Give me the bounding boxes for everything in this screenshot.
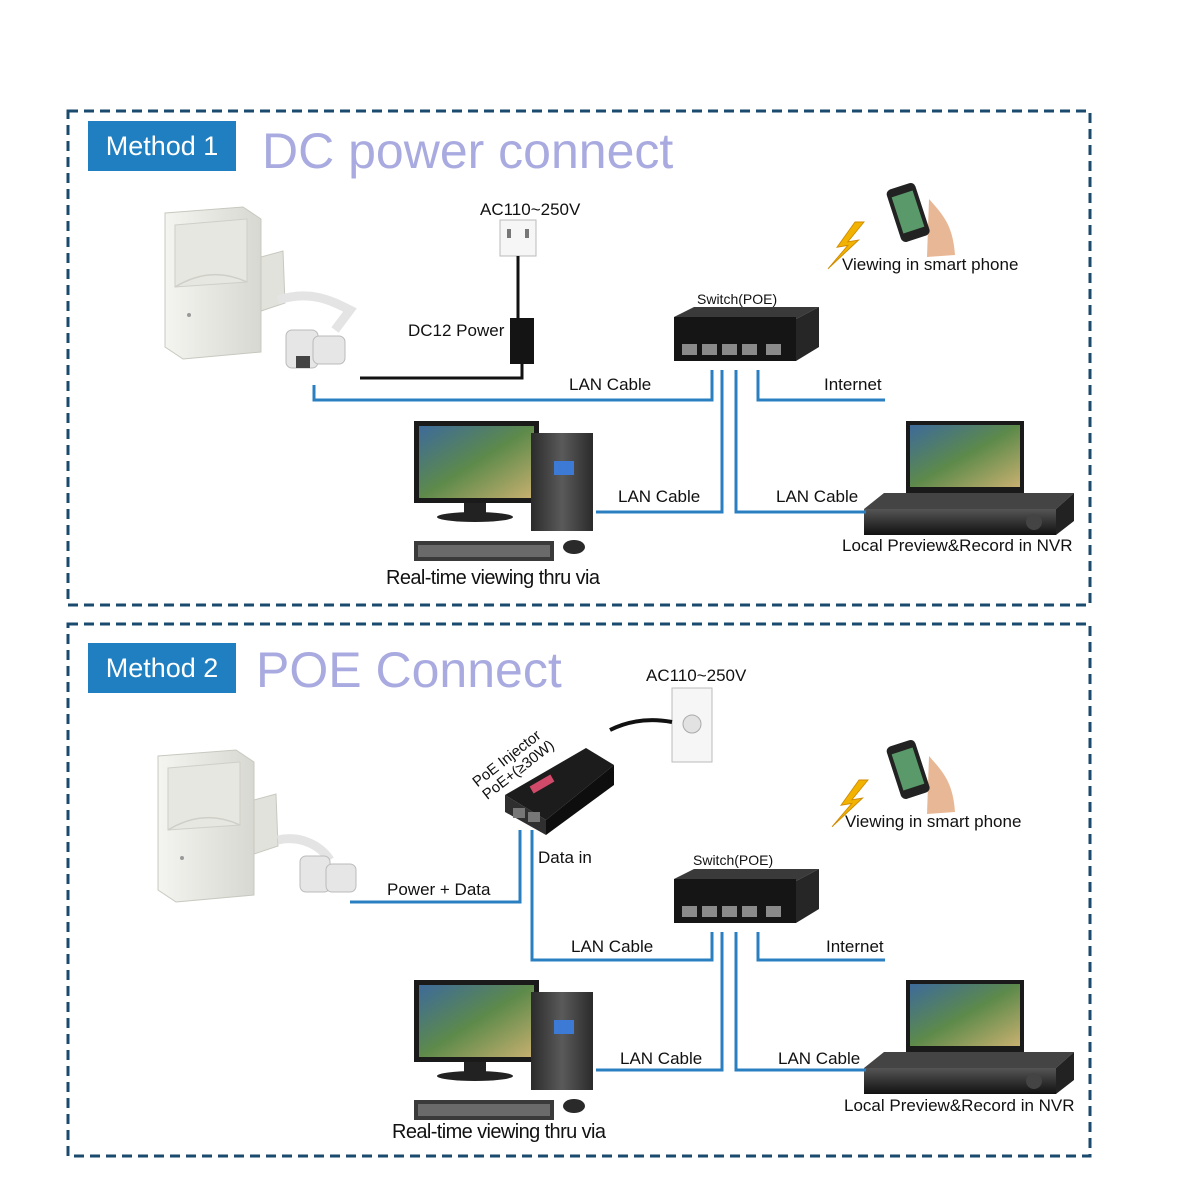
m1-pc-label: Real-time viewing thru via	[386, 567, 600, 589]
method1-badge: Method 1	[88, 121, 236, 171]
method2-frame	[66, 622, 1092, 1158]
m2-smartphone-icon	[885, 738, 955, 814]
m1-lan-cables	[312, 370, 885, 514]
m1-nvr-label: Local Preview&Record in NVR	[842, 536, 1073, 555]
m2-lan-cable-nvr-label: LAN Cable	[778, 1049, 861, 1068]
m1-camera	[164, 206, 286, 360]
m2-ac-label: AC110~250V	[646, 666, 747, 685]
m2-lan-cable-pc-label: LAN Cable	[620, 1049, 703, 1068]
m2-poe-injector	[505, 748, 614, 835]
m2-ac-cord	[609, 718, 673, 732]
m1-internet-label: Internet	[824, 375, 882, 394]
m2-power-data-label: Power + Data	[387, 880, 491, 899]
m2-lan-cables	[350, 830, 885, 1072]
m1-poe-switch	[674, 307, 819, 361]
method1-heading: DC power connect	[262, 123, 674, 179]
m1-ac-label: AC110~250V	[480, 200, 581, 219]
m1-desktop-pc	[414, 421, 593, 561]
m2-camera	[157, 749, 279, 903]
method2-heading: POE Connect	[256, 642, 562, 698]
m1-dc-adapter	[510, 318, 534, 364]
m1-phone-label: Viewing in smart phone	[842, 255, 1019, 274]
m1-wall-socket	[499, 219, 537, 257]
m2-wall-socket	[671, 687, 713, 763]
m1-dc-cord	[360, 364, 524, 380]
m1-switch-label: Switch(POE)	[697, 291, 778, 307]
m2-poe-switch	[674, 869, 819, 923]
m2-pc-label: Real-time viewing thru via	[392, 1121, 606, 1143]
m2-internet-label: Internet	[826, 937, 884, 956]
method1-frame	[66, 109, 1092, 607]
m1-camera-cable	[276, 291, 357, 369]
m2-lan-cable-top-label: LAN Cable	[571, 937, 654, 956]
m1-lan-cable-pc-label: LAN Cable	[618, 487, 701, 506]
m2-phone-label: Viewing in smart phone	[845, 812, 1022, 831]
method2-badge: Method 2	[88, 643, 236, 693]
m2-nvr-label: Local Preview&Record in NVR	[844, 1096, 1075, 1115]
m1-dc-label: DC12 Power	[408, 321, 505, 340]
m1-smartphone-icon	[885, 181, 955, 257]
m2-camera-cable	[277, 834, 357, 893]
m1-nvr	[864, 421, 1074, 535]
m2-desktop-pc	[414, 980, 593, 1120]
m1-lan-cable-nvr-label: LAN Cable	[776, 487, 859, 506]
m2-nvr	[864, 980, 1074, 1094]
m1-lan-cable-top-label: LAN Cable	[569, 375, 652, 394]
m2-data-in-label: Data in	[538, 848, 592, 867]
m2-switch-label: Switch(POE)	[693, 852, 774, 868]
